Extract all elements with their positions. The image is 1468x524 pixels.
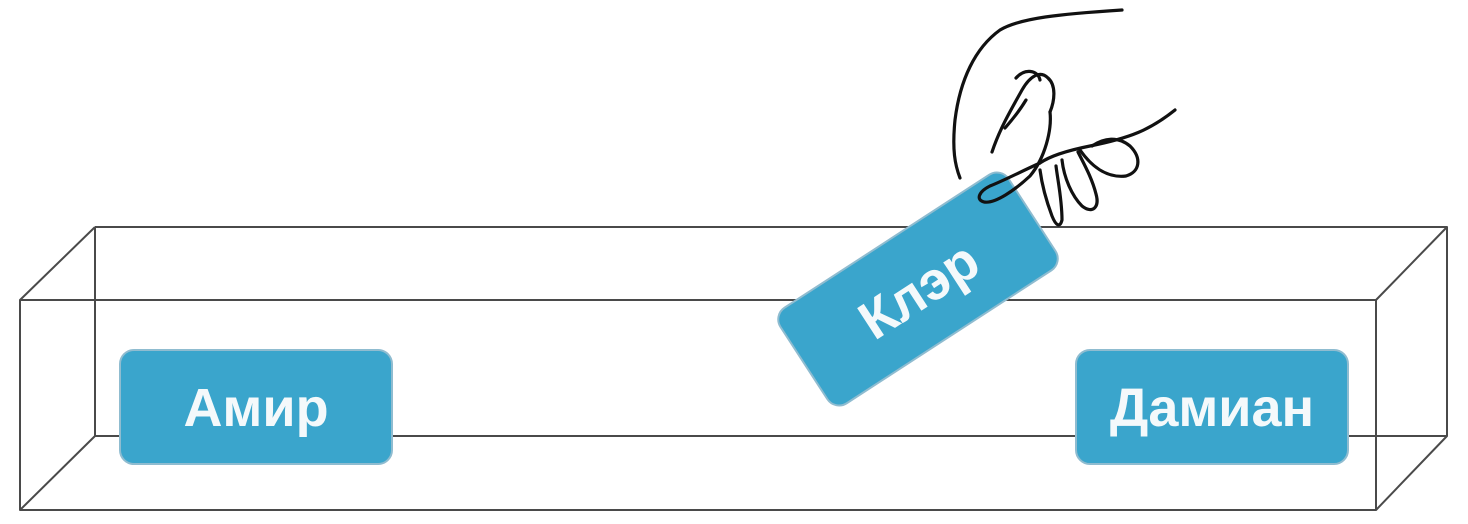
card-amir-background [119,349,393,465]
card-damian-background [1075,349,1349,465]
hand-thumb-nail [1014,69,1042,82]
hand-little-finger [1078,137,1140,178]
box-front-face [19,299,1377,511]
hand-ring-finger [1060,150,1099,212]
hand-wrist-outline [952,8,1124,180]
hand-thumb [990,72,1056,154]
card-claire-background [777,171,1059,407]
card-claire[interactable]: Клэр [773,167,1063,411]
box-edge-top-right [1375,226,1448,301]
card-damian-label: Дамиан [1110,378,1314,438]
hand-back-outline [1038,108,1177,165]
hand-middle-finger [1038,164,1064,227]
card-amir-label: Амир [183,378,328,438]
card-damian[interactable]: Дамиан [1075,349,1349,465]
hand-icon [952,8,1177,227]
card-amir[interactable]: Амир [119,349,393,465]
box-edge-top-left [19,226,96,301]
box-edge-bottom-left [19,435,96,511]
box-edge-bottom-right [1375,435,1448,511]
hand-knuckle-line [1003,98,1028,130]
hand-index-finger [977,110,1052,204]
